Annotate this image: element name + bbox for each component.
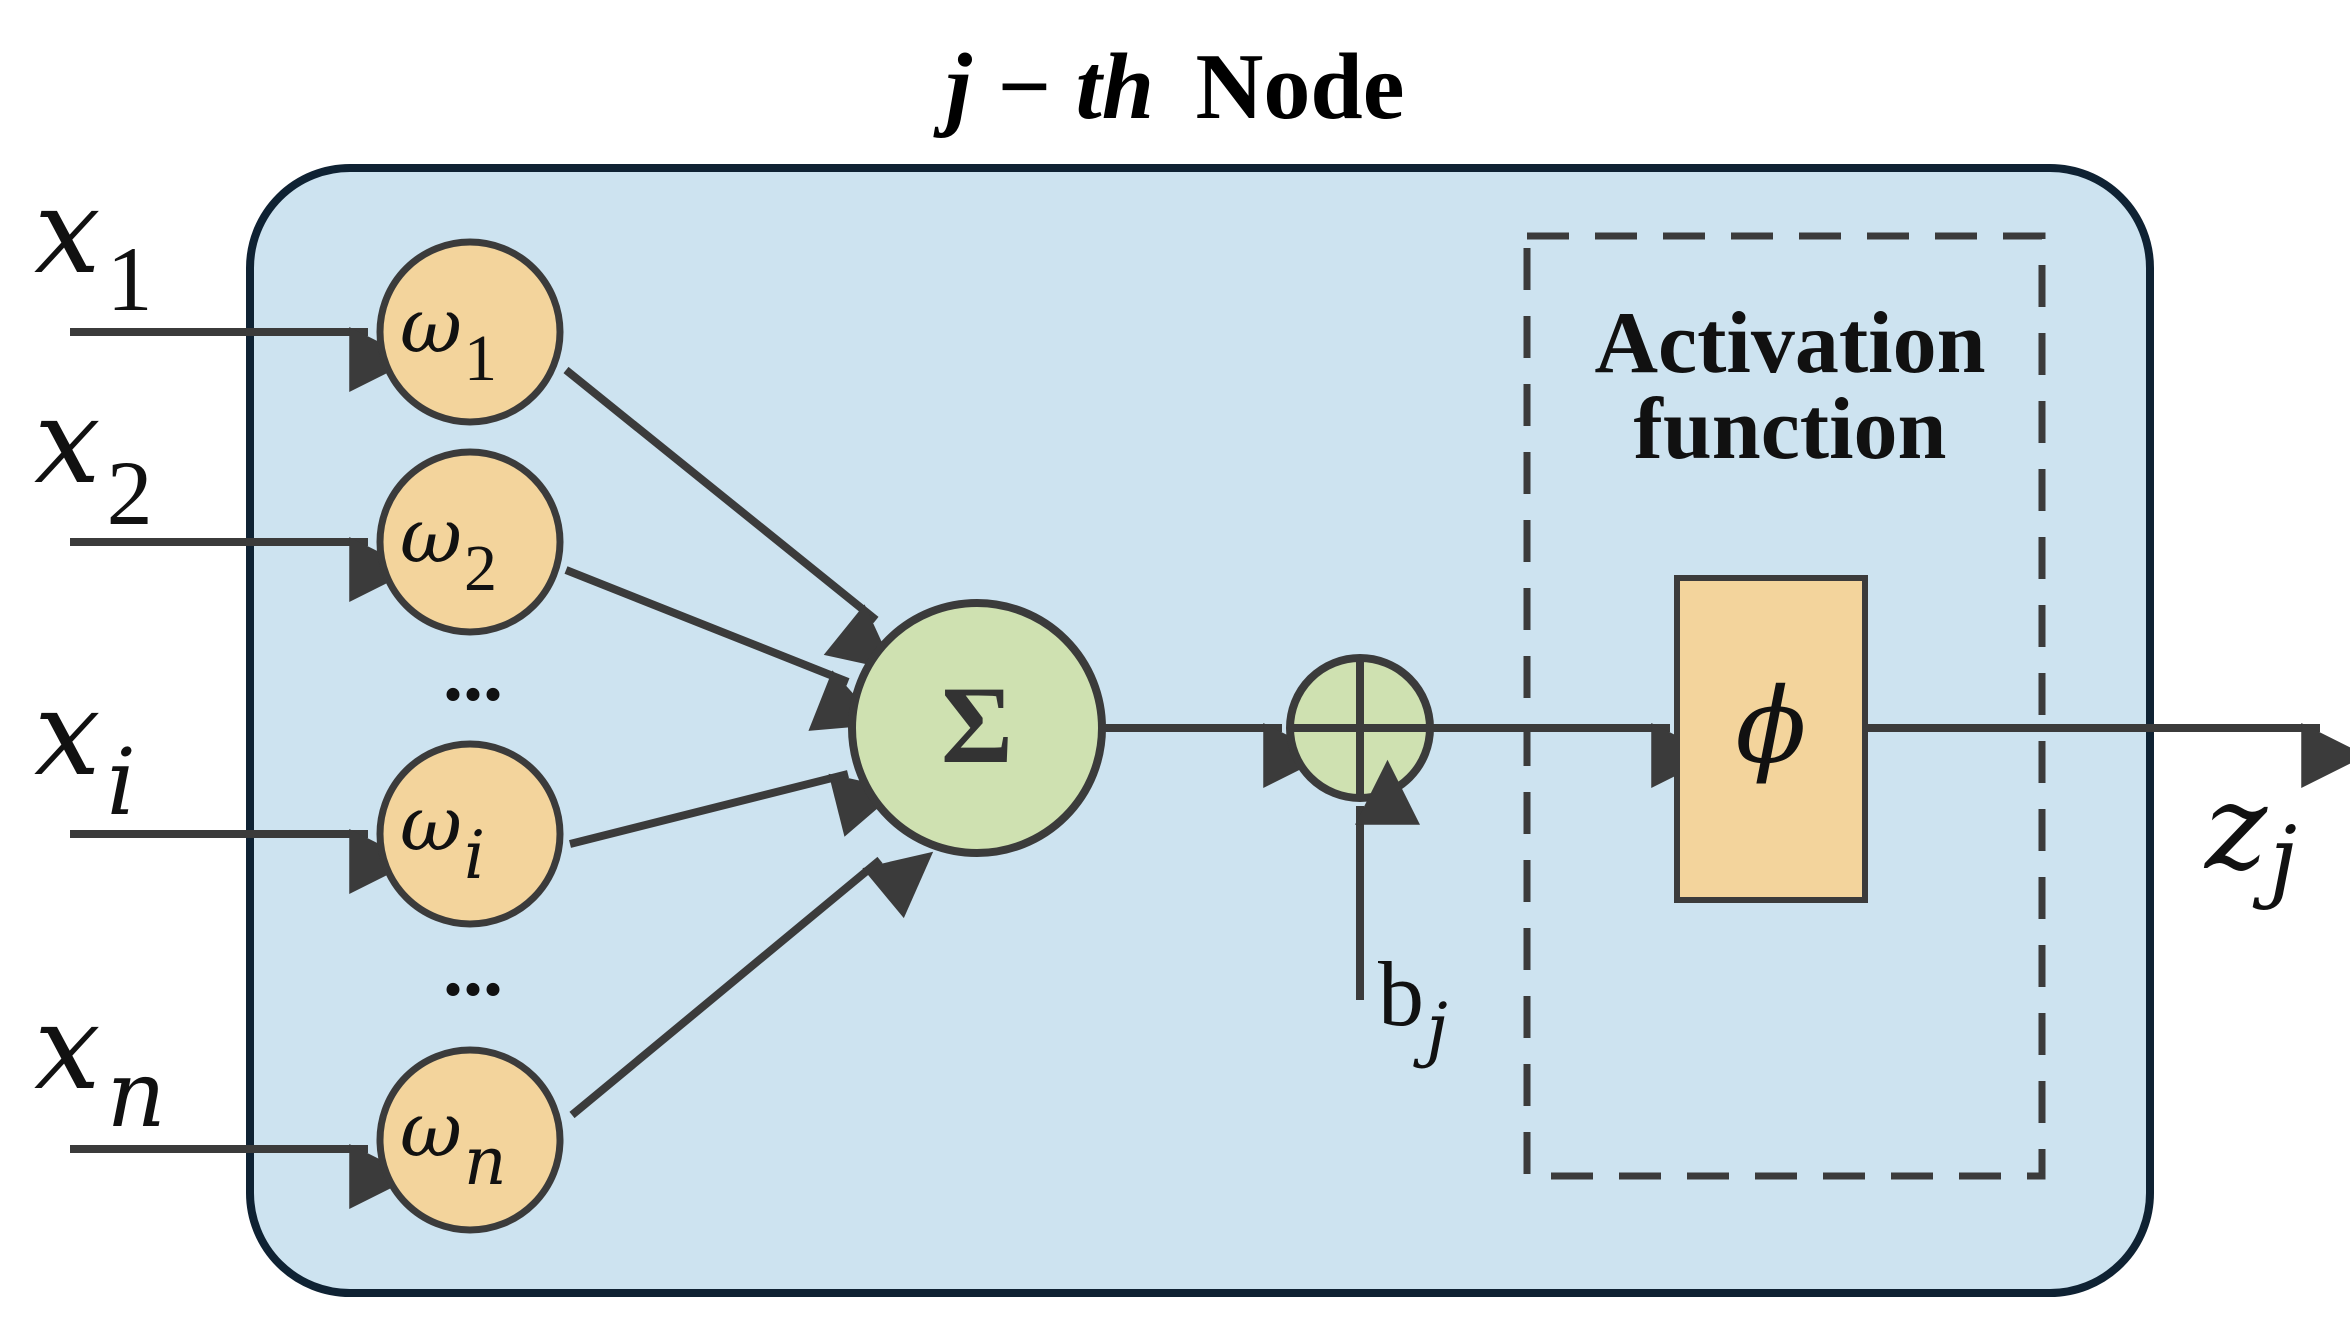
- input-label-2: x2: [34, 372, 153, 544]
- activation-symbol: ϕ: [1736, 665, 1807, 787]
- weight-to-sum-arrow-i: [569, 770, 900, 848]
- node-title: j − th Node: [933, 35, 1405, 139]
- node-title-prefix: j − th: [933, 35, 1154, 139]
- weight-label-2: ω2: [400, 491, 497, 605]
- weight-to-sum-arrow-2: [564, 566, 881, 731]
- activation-region: [1523, 232, 2046, 1180]
- activation-box: [1674, 575, 1868, 903]
- ellipsis-lower: ...: [443, 925, 503, 1013]
- summation-symbol: Σ: [941, 664, 1013, 786]
- weight-to-sum-arrow-1: [563, 366, 895, 671]
- output-label: zj: [2203, 758, 2297, 912]
- summation-node: [848, 599, 1106, 857]
- activation-label-line2: function: [1634, 381, 1947, 478]
- weight-node-i: [376, 740, 564, 928]
- input-label-i: xi: [34, 664, 136, 836]
- weight-label-i: ωi: [400, 779, 485, 894]
- weight-node-1: [376, 238, 564, 426]
- weight-label-1: ω1: [400, 281, 497, 395]
- node-title-suffix: Node: [1196, 35, 1405, 139]
- input-label-n: xn: [34, 978, 166, 1148]
- weight-to-sum-arrow-n: [569, 851, 934, 1119]
- activation-label-line1: Activation: [1594, 295, 1985, 392]
- weight-label-n: ωn: [400, 1085, 507, 1200]
- ellipsis-upper: ...: [443, 630, 503, 718]
- weight-node-2: [376, 448, 564, 636]
- weight-node-n: [376, 1046, 564, 1234]
- input-label-1: x1: [34, 162, 153, 330]
